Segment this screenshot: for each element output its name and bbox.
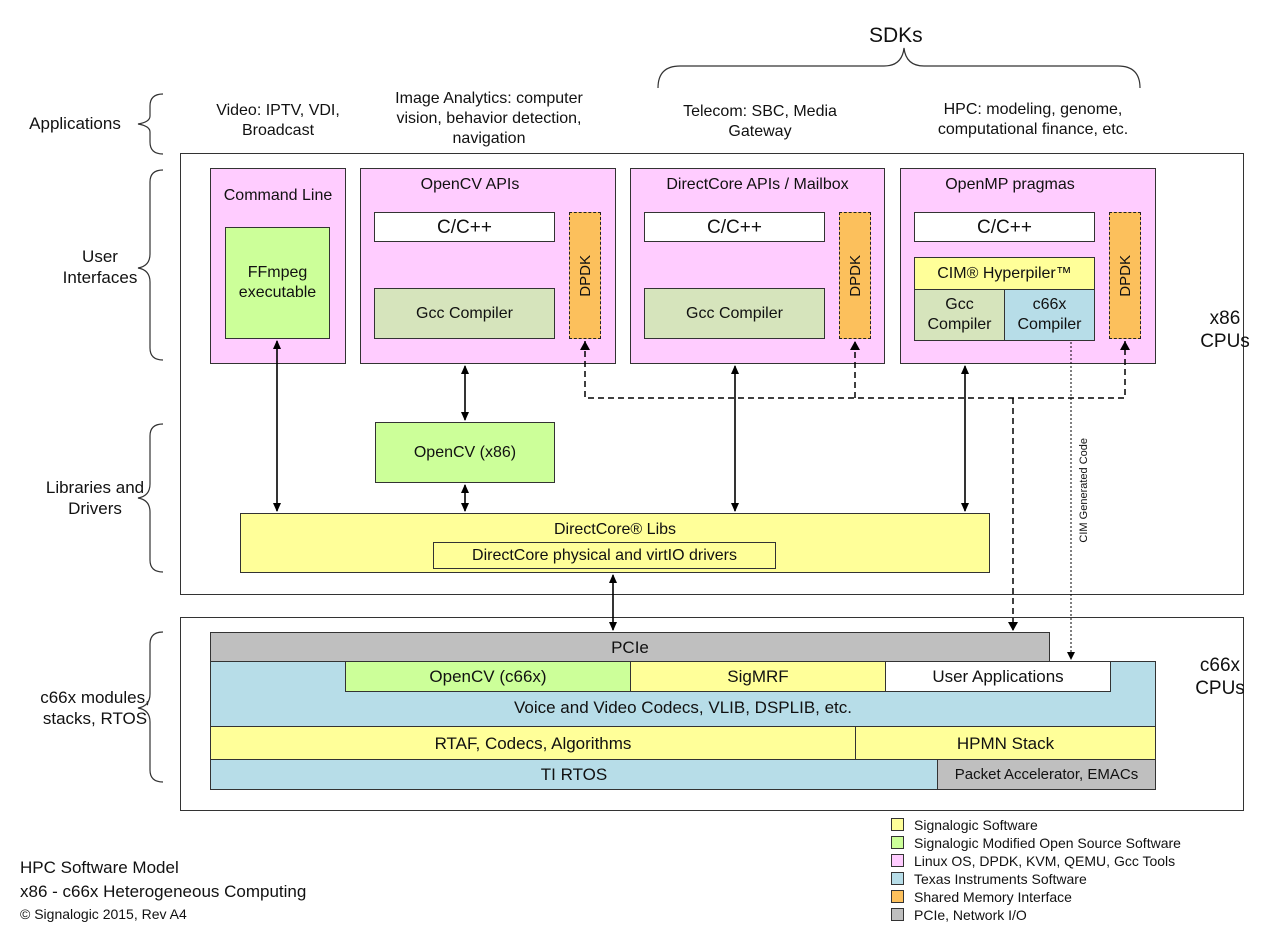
opencv-dpdk-label: DPDK (576, 254, 594, 297)
cim-generated-code-label: CIM Generated Code (1077, 437, 1091, 543)
legend-label-shared-memory: Shared Memory Interface (914, 889, 1072, 905)
opencv-apis-title: OpenCV APIs (420, 176, 520, 193)
footer-title: HPC Software Model (20, 858, 179, 877)
legend-label-signalogic: Signalogic Software (914, 817, 1038, 833)
directcore-libs-label: DirectCore® Libs (553, 521, 677, 538)
pcie-bar: PCIe (210, 632, 1050, 662)
footer-subtitle: x86 - c66x Heterogeneous Computing (20, 882, 307, 901)
opencv-c66x: OpenCV (c66x) (345, 661, 631, 692)
brace-applications (137, 93, 164, 155)
x86-cpus-label: x86 CPUs (1200, 308, 1250, 352)
legend-swatch-ti (891, 872, 904, 885)
openmp-gcc-compiler: Gcc Compiler (914, 289, 1005, 341)
command-line-title: Command Line (223, 187, 333, 204)
row-label-libraries-drivers: Libraries and Drivers (45, 478, 145, 518)
c66x-container (180, 617, 1244, 811)
openmp-dpdk: DPDK (1109, 212, 1141, 339)
hpmn-stack: HPMN Stack (855, 726, 1156, 760)
sigmrf: SigMRF (630, 661, 886, 692)
app-telecom: Telecom: SBC, Media Gateway (683, 103, 837, 140)
row-label-applications: Applications (29, 113, 121, 133)
opencv-dpdk: DPDK (569, 212, 601, 339)
app-hpc: HPC: modeling, genome, computational fin… (937, 101, 1129, 138)
legend-swatch-pcie (891, 908, 904, 921)
directcore-dpdk-label: DPDK (846, 254, 864, 297)
openmp-c-cpp: C/C++ (914, 212, 1095, 242)
opencv-gcc-compiler: Gcc Compiler (374, 288, 555, 339)
legend-swatch-signalogic (891, 818, 904, 831)
directcore-c-cpp: C/C++ (644, 212, 825, 242)
directcore-libs-box (240, 513, 990, 573)
legend-swatch-shared-memory (891, 890, 904, 903)
x86-container (180, 153, 1244, 595)
opencv-c-cpp: C/C++ (374, 212, 555, 242)
sdks-brace (657, 47, 1141, 89)
directcore-dpdk: DPDK (839, 212, 871, 339)
legend-label-ti: Texas Instruments Software (914, 871, 1087, 887)
legend-label-linux: Linux OS, DPDK, KVM, QEMU, Gcc Tools (914, 853, 1176, 869)
legend-label-modified-oss: Signalogic Modified Open Source Software (914, 835, 1181, 851)
app-image-analytics: Image Analytics: computer vision, behavi… (395, 90, 583, 147)
codecs-label: Voice and Video Codecs, VLIB, DSPLIB, et… (514, 698, 852, 717)
user-applications: User Applications (885, 661, 1111, 692)
opencv-x86: OpenCV (x86) (375, 422, 555, 483)
sdks-label: SDKs (869, 24, 923, 47)
ffmpeg-executable: FFmpeg executable (225, 227, 330, 339)
footer-copyright: © Signalogic 2015, Rev A4 (20, 906, 187, 922)
openmp-dpdk-label: DPDK (1116, 254, 1134, 297)
cim-hyperpiler: CIM® Hyperpiler™ (914, 257, 1095, 290)
row-label-user-interfaces: User Interfaces (62, 247, 138, 287)
legend-swatch-modified-oss (891, 836, 904, 849)
rtaf-layer: RTAF, Codecs, Algorithms (210, 726, 856, 760)
legend-swatch-linux (891, 854, 904, 867)
directcore-drivers: DirectCore physical and virtIO drivers (433, 542, 776, 569)
openmp-c66x-compiler: c66x Compiler (1004, 289, 1095, 341)
directcore-apis-title: DirectCore APIs / Mailbox (666, 176, 849, 193)
app-video: Video: IPTV, VDI, Broadcast (216, 102, 340, 139)
ti-rtos: TI RTOS (210, 759, 938, 790)
directcore-gcc-compiler: Gcc Compiler (644, 288, 825, 339)
c66x-cpus-label: c66x CPUs (1195, 655, 1245, 699)
legend-label-pcie: PCIe, Network I/O (914, 907, 1027, 923)
packet-accelerator: Packet Accelerator, EMACs (937, 759, 1156, 790)
openmp-title: OpenMP pragmas (945, 176, 1075, 193)
row-label-c66x-modules: c66x modules, stacks, RTOS (40, 688, 150, 728)
